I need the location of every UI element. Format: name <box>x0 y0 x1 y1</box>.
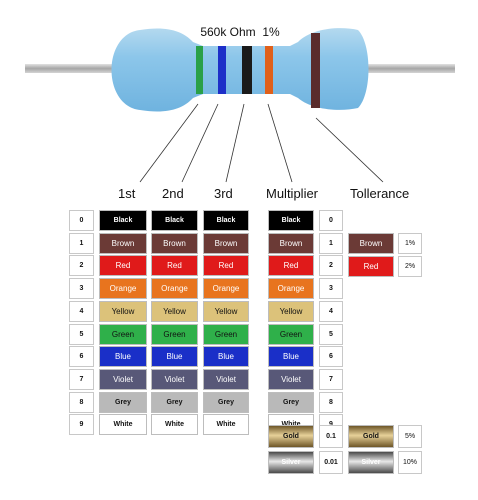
multiplier-value-cell: 7 <box>319 369 343 390</box>
band-multiplier-yellow: Yellow <box>268 301 314 322</box>
band-multiplier-orange: Orange <box>268 278 314 299</box>
multiplier-value-cell: 1 <box>319 233 343 254</box>
band-2nd-orange: Orange <box>151 278 198 299</box>
band-1st-grey: Grey <box>99 392 147 413</box>
digit-cell-left: 8 <box>69 392 94 413</box>
band-multiplier-silver: Silver <box>268 451 314 474</box>
tolerance-value-gold: 5% <box>398 425 422 448</box>
band-multiplier-brown: Brown <box>268 233 314 254</box>
band-multiplier-blue: Blue <box>268 346 314 367</box>
resistor-band-tolerance <box>311 33 320 108</box>
tolerance-brown: Brown <box>348 233 394 254</box>
digit-cell-left: 0 <box>69 210 94 231</box>
resistor-body <box>111 28 369 112</box>
pointer-line-3rd <box>225 103 245 183</box>
digit-cell-left: 4 <box>69 301 94 322</box>
band-3rd-violet: Violet <box>203 369 249 390</box>
band-3rd-red: Red <box>203 255 249 276</box>
header-2nd: 2nd <box>162 186 184 201</box>
multiplier-value-cell: 4 <box>319 301 343 322</box>
pointer-line-1st <box>139 103 199 183</box>
band-1st-white: White <box>99 414 147 435</box>
band-1st-violet: Violet <box>99 369 147 390</box>
multiplier-value-cell: 2 <box>319 255 343 276</box>
resistor-band-3rd <box>242 46 252 94</box>
multiplier-value-cell: 0 <box>319 210 343 231</box>
band-3rd-orange: Orange <box>203 278 249 299</box>
tolerance-silver: Silver <box>348 451 394 474</box>
band-3rd-yellow: Yellow <box>203 301 249 322</box>
header-1st: 1st <box>118 186 136 201</box>
resistor-value-label: 560k Ohm 1% <box>200 25 280 39</box>
multiplier-value-cell: 3 <box>319 278 343 299</box>
band-2nd-white: White <box>151 414 198 435</box>
header-3rd: 3rd <box>214 186 233 201</box>
digit-cell-left: 1 <box>69 233 94 254</box>
band-2nd-yellow: Yellow <box>151 301 198 322</box>
band-1st-green: Green <box>99 324 147 345</box>
multiplier-value-cell: 6 <box>319 346 343 367</box>
band-3rd-blue: Blue <box>203 346 249 367</box>
digit-cell-left: 2 <box>69 255 94 276</box>
band-multiplier-gold: Gold <box>268 425 314 448</box>
band-1st-orange: Orange <box>99 278 147 299</box>
tolerance-value-red: 2% <box>398 256 422 277</box>
multiplier-value-gold: 0.1 <box>319 425 343 448</box>
multiplier-value-cell: 5 <box>319 324 343 345</box>
tolerance-red: Red <box>348 256 394 277</box>
band-1st-blue: Blue <box>99 346 147 367</box>
band-multiplier-violet: Violet <box>268 369 314 390</box>
digit-cell-left: 6 <box>69 346 94 367</box>
band-multiplier-green: Green <box>268 324 314 345</box>
header-tolerance: Tollerance <box>350 186 410 201</box>
tolerance-value-silver: 10% <box>398 451 422 474</box>
band-1st-black: Black <box>99 210 147 231</box>
band-3rd-white: White <box>203 414 249 435</box>
pointer-line-2nd <box>181 103 219 183</box>
band-2nd-grey: Grey <box>151 392 198 413</box>
digit-cell-left: 7 <box>69 369 94 390</box>
band-3rd-brown: Brown <box>203 233 249 254</box>
tolerance-gold: Gold <box>348 425 394 448</box>
resistor-band-1st <box>196 46 203 94</box>
band-1st-brown: Brown <box>99 233 147 254</box>
digit-cell-left: 5 <box>69 324 94 345</box>
band-multiplier-red: Red <box>268 255 314 276</box>
digit-cell-left: 3 <box>69 278 94 299</box>
band-2nd-violet: Violet <box>151 369 198 390</box>
band-1st-yellow: Yellow <box>99 301 147 322</box>
band-multiplier-black: Black <box>268 210 314 231</box>
band-2nd-blue: Blue <box>151 346 198 367</box>
band-3rd-black: Black <box>203 210 249 231</box>
band-multiplier-grey: Grey <box>268 392 314 413</box>
header-multiplier: Multiplier <box>266 186 319 201</box>
band-2nd-brown: Brown <box>151 233 198 254</box>
band-3rd-grey: Grey <box>203 392 249 413</box>
pointer-line-multiplier <box>267 103 293 183</box>
band-3rd-green: Green <box>203 324 249 345</box>
multiplier-value-cell: 8 <box>319 392 343 413</box>
band-2nd-green: Green <box>151 324 198 345</box>
band-2nd-black: Black <box>151 210 198 231</box>
tolerance-value-brown: 1% <box>398 233 422 254</box>
resistor-band-2nd <box>218 46 226 94</box>
pointer-line-tolerance <box>315 117 384 183</box>
digit-cell-left: 9 <box>69 414 94 435</box>
band-2nd-red: Red <box>151 255 198 276</box>
multiplier-value-silver: 0.01 <box>319 451 343 474</box>
resistor-band-multiplier <box>265 46 273 94</box>
band-1st-red: Red <box>99 255 147 276</box>
